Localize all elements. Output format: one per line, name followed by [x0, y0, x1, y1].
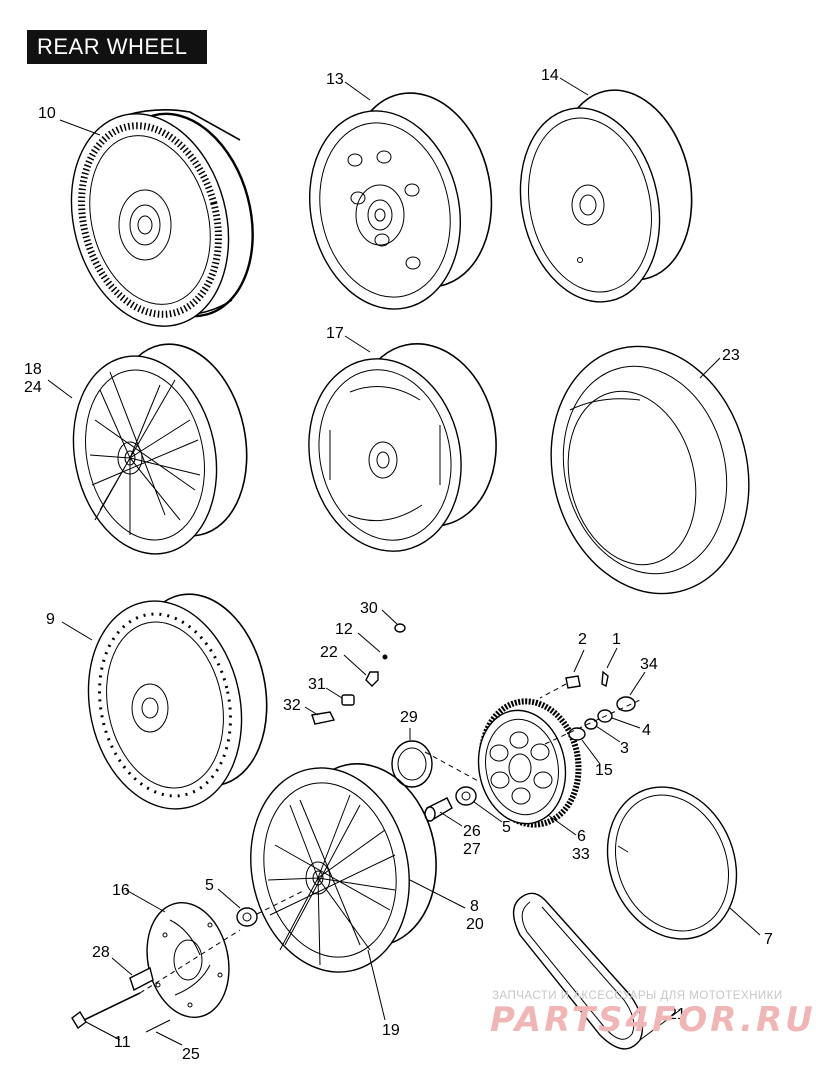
callout-32: 32	[283, 697, 301, 714]
wheel-9[interactable]	[70, 582, 284, 824]
wheel-18-24[interactable]	[56, 332, 264, 568]
callout-20: 20	[466, 916, 484, 933]
callout-23: 23	[722, 347, 740, 364]
callout-9: 9	[46, 611, 55, 628]
callout-2: 2	[578, 631, 587, 648]
callout-17: 17	[326, 325, 344, 342]
callout-5-lower: 5	[205, 877, 214, 894]
callout-8: 8	[470, 898, 479, 915]
callout-12: 12	[335, 621, 353, 638]
sprocket-6-33[interactable]	[470, 694, 588, 833]
wheel-13[interactable]	[292, 80, 509, 324]
callout-6: 6	[577, 828, 586, 845]
watermark-caption: ЗАПЧАСТИ И АКСЕССУАРЫ ДЛЯ МОТОТЕХНИКИ	[492, 990, 783, 1002]
wheel-14[interactable]	[503, 78, 708, 315]
callout-31: 31	[308, 676, 326, 693]
callout-5-upper: 5	[502, 819, 511, 836]
callout-33: 33	[572, 846, 590, 863]
callout-30: 30	[360, 600, 378, 617]
callout-15: 15	[595, 762, 613, 779]
callout-1: 1	[612, 631, 621, 648]
callout-28: 28	[92, 944, 110, 961]
bearing-spacer[interactable]	[424, 786, 477, 822]
wheel-17[interactable]	[291, 330, 512, 565]
watermark-logo: PARTS4FOR.RU	[490, 1000, 816, 1040]
callout-26: 26	[463, 823, 481, 840]
callout-29: 29	[400, 709, 418, 726]
callout-14: 14	[541, 67, 559, 84]
callout-10: 10	[38, 105, 56, 122]
callout-24: 24	[24, 379, 42, 396]
valve-parts[interactable]	[311, 623, 406, 725]
leader-lines	[47, 77, 761, 1046]
callout-7: 7	[764, 931, 773, 948]
callout-27: 27	[463, 841, 481, 858]
callout-16: 16	[112, 882, 130, 899]
callout-19: 19	[382, 1022, 400, 1039]
tire-23[interactable]	[526, 325, 775, 615]
page-title: REAR WHEEL	[27, 30, 207, 64]
wheel-8-20[interactable]	[232, 750, 452, 987]
callout-25: 25	[182, 1046, 200, 1063]
sprocket-hardware[interactable]	[539, 670, 641, 745]
callout-11: 11	[114, 1034, 131, 1051]
callout-3: 3	[620, 740, 629, 757]
callout-22: 22	[320, 644, 338, 661]
callout-34: 34	[640, 656, 658, 673]
axle-hardware[interactable]	[71, 889, 306, 1033]
callout-4: 4	[642, 722, 651, 739]
callout-13: 13	[326, 71, 344, 88]
callout-18: 18	[24, 361, 42, 378]
seal-29[interactable]	[391, 740, 481, 788]
brake-disc-16[interactable]	[137, 895, 239, 1025]
callout-21: 21	[668, 1006, 686, 1023]
wheel-10[interactable]	[49, 96, 275, 344]
tube-7[interactable]	[585, 767, 758, 958]
